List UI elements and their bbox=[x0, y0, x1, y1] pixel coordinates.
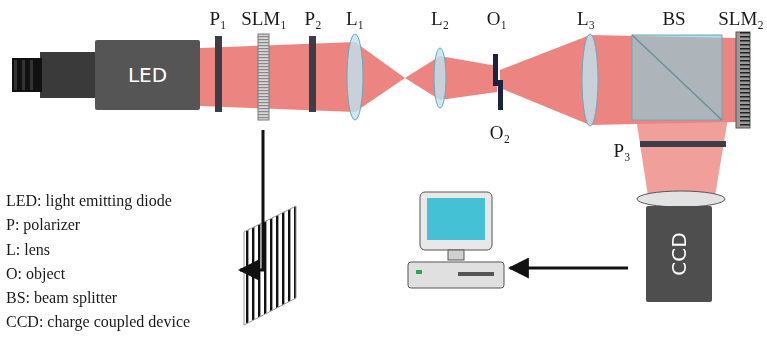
pattern-arrow bbox=[240, 130, 263, 270]
part-label: O₂ bbox=[490, 123, 510, 142]
part-label: P₁ bbox=[209, 9, 226, 28]
part-label: P₃ bbox=[613, 141, 630, 160]
node-label: CCD bbox=[667, 232, 691, 275]
fringe-pattern bbox=[244, 206, 296, 325]
key-entry: LED: light emitting diode bbox=[6, 193, 172, 209]
polarizer bbox=[640, 141, 726, 147]
spatial-light-modulator bbox=[258, 34, 269, 120]
lens bbox=[434, 48, 446, 108]
led-housing: LED bbox=[95, 40, 200, 110]
polarizer bbox=[215, 36, 222, 112]
beam-splitter-face bbox=[632, 35, 722, 120]
part-label: L₁ bbox=[346, 9, 364, 28]
led-connector bbox=[12, 52, 95, 98]
key-entry: BS: beam splitter bbox=[6, 290, 117, 306]
computer bbox=[408, 192, 504, 288]
slm-texture bbox=[740, 32, 750, 128]
key-entry: CCD: charge coupled device bbox=[6, 314, 190, 330]
part-label: L₂ bbox=[431, 9, 449, 28]
key-entry: P: polarizer bbox=[6, 217, 80, 233]
key-entry: O: object bbox=[6, 266, 65, 282]
part-label: O₁ bbox=[487, 9, 507, 28]
part-label: L₃ bbox=[577, 9, 595, 28]
slm-texture bbox=[258, 34, 269, 120]
part-label: SLM₂ bbox=[718, 9, 764, 28]
object bbox=[498, 80, 503, 110]
part-label: BS bbox=[662, 9, 685, 28]
ccd-camera: CCD bbox=[646, 206, 712, 302]
spatial-light-modulator bbox=[736, 32, 750, 128]
data-arrow bbox=[510, 267, 628, 270]
part-label: P₂ bbox=[304, 9, 321, 28]
node-label: LED bbox=[128, 63, 167, 87]
object bbox=[493, 54, 498, 86]
fringe-pattern bbox=[244, 206, 296, 325]
lens bbox=[582, 34, 598, 126]
lens bbox=[347, 34, 363, 120]
camera-lens bbox=[637, 191, 725, 207]
part-label: SLM₁ bbox=[241, 9, 287, 28]
light-beam bbox=[200, 35, 740, 196]
polarizer bbox=[309, 36, 316, 112]
key-entry: L: lens bbox=[6, 242, 50, 258]
beam-splitter bbox=[632, 35, 722, 120]
